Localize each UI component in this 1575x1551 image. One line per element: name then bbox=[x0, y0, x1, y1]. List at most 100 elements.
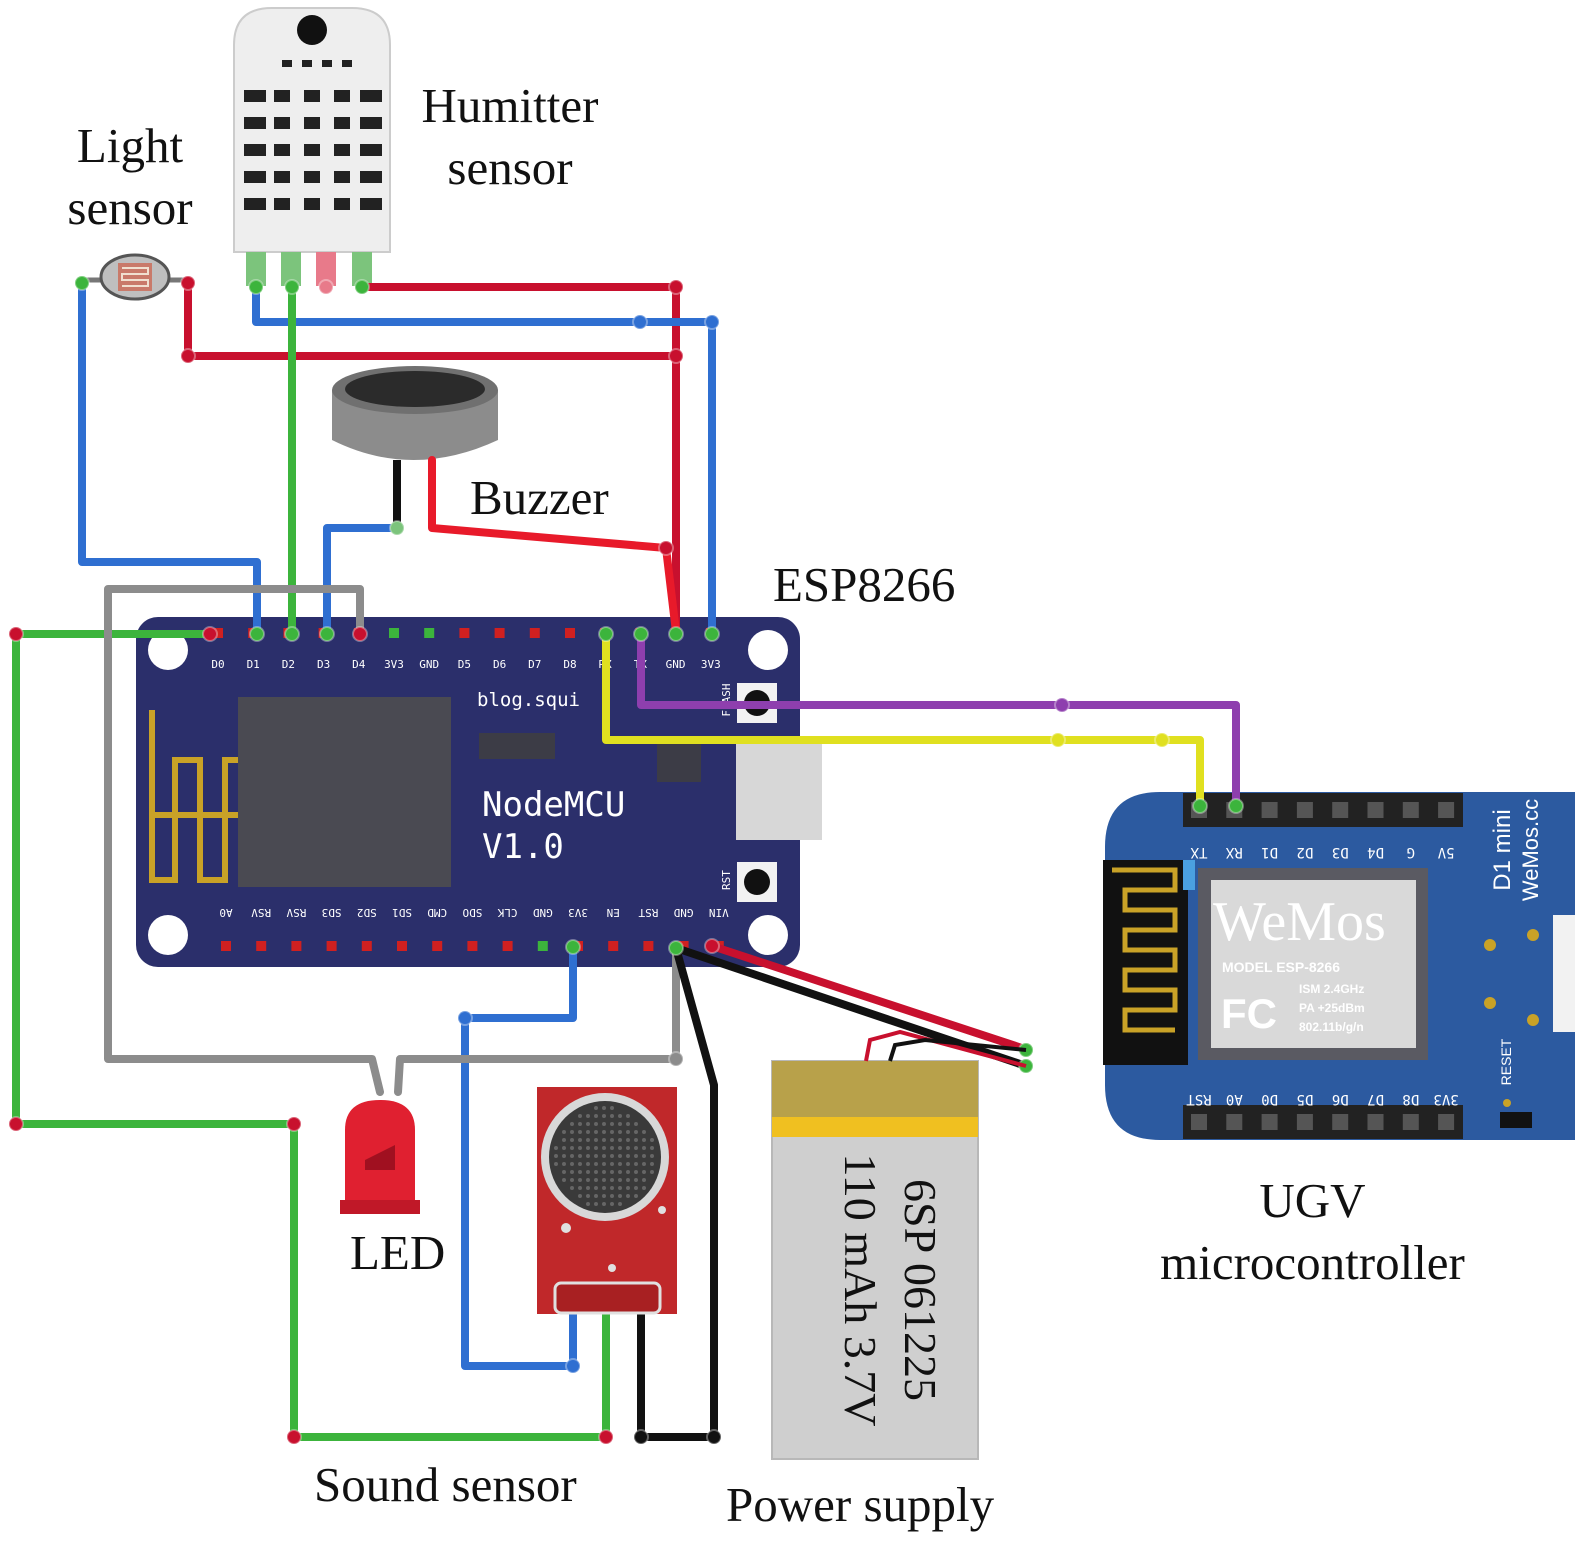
nodemcu-pin-sd2[interactable]: SD2 bbox=[357, 906, 377, 951]
wire-endpoint bbox=[668, 626, 684, 642]
nodemcu-pin-label: GND bbox=[674, 906, 694, 919]
wire-endpoints bbox=[8, 275, 1244, 1445]
wire-endpoint bbox=[1054, 697, 1070, 713]
wire-endpoint bbox=[704, 626, 720, 642]
wemos-pin-rst[interactable]: RST bbox=[1186, 1091, 1212, 1130]
wemos-pin-d8[interactable]: D8 bbox=[1402, 1091, 1419, 1130]
wire-endpoint bbox=[1228, 798, 1244, 814]
wemos-pin-d1[interactable]: D1 bbox=[1261, 802, 1278, 860]
nodemcu-pin-sd1[interactable]: SD1 bbox=[392, 906, 412, 951]
nodemcu-pin-en[interactable]: EN bbox=[607, 906, 620, 951]
wire-endpoint bbox=[389, 520, 405, 536]
light-sensor-label: Light sensor bbox=[52, 115, 208, 239]
power-supply-label: Power supply bbox=[726, 1477, 995, 1532]
wemos-reset-label: RESET bbox=[1498, 1038, 1514, 1085]
nodemcu-pin-label: SD1 bbox=[392, 906, 412, 919]
nodemcu-pin-rst[interactable]: RST bbox=[638, 906, 658, 951]
nodemcu-pin-label: SD3 bbox=[322, 906, 342, 919]
wemos-reset-button[interactable] bbox=[1500, 1112, 1532, 1128]
wire-endpoint bbox=[180, 348, 196, 364]
ugv-microcontroller-label: UGV microcontroller bbox=[1140, 1170, 1485, 1294]
wire-endpoint bbox=[284, 279, 300, 295]
nodemcu-pin-label: RSV bbox=[286, 906, 306, 919]
wire-endpoint bbox=[633, 1429, 649, 1445]
wire-endpoint bbox=[1192, 798, 1208, 814]
wire-endpoint bbox=[633, 626, 649, 642]
nodemcu-pin-a0[interactable]: A0 bbox=[219, 906, 233, 951]
esp8266-label: ESP8266 bbox=[773, 557, 956, 612]
wemos-pin-label: RST bbox=[1186, 1091, 1212, 1107]
wemos-pin-d0[interactable]: D0 bbox=[1261, 1091, 1278, 1130]
nodemcu-pin-d8[interactable]: D8 bbox=[563, 628, 577, 671]
wire-endpoint bbox=[8, 1116, 24, 1132]
wemos-pin-g[interactable]: G bbox=[1402, 802, 1419, 860]
nodemcu-pin-label: GND bbox=[419, 658, 439, 671]
wire-endpoint bbox=[668, 348, 684, 364]
wire-endpoint bbox=[598, 1429, 614, 1445]
wemos-pin-label: D7 bbox=[1367, 1091, 1384, 1107]
humitter-sensor bbox=[233, 7, 391, 286]
nodemcu-pin-d7[interactable]: D7 bbox=[528, 628, 541, 671]
wire-endpoint bbox=[668, 1051, 684, 1067]
blog-text: blog.squi bbox=[477, 689, 580, 711]
wemos-pin-5v[interactable]: 5V bbox=[1437, 802, 1455, 860]
nodemcu-pin-rsv[interactable]: RSV bbox=[286, 906, 306, 951]
nodemcu-pin-sd3[interactable]: SD3 bbox=[322, 906, 342, 951]
wire-endpoint bbox=[565, 1358, 581, 1374]
wemos-pin-3v3[interactable]: 3V3 bbox=[1433, 1091, 1459, 1130]
nodemcu-pin-sdo[interactable]: SDO bbox=[462, 906, 482, 951]
wemos-pin-d5[interactable]: D5 bbox=[1296, 1091, 1313, 1130]
nodemcu-pin-label: D6 bbox=[493, 658, 506, 671]
wemos-pin-label: 3V3 bbox=[1433, 1091, 1458, 1107]
wire-endpoint bbox=[632, 314, 648, 330]
nodemcu-pin-d5[interactable]: D5 bbox=[458, 628, 471, 671]
wemos-pin-d3[interactable]: D3 bbox=[1332, 802, 1349, 860]
wemos-logo: WeMos bbox=[1213, 891, 1386, 953]
wemos-pin-label: D8 bbox=[1402, 1091, 1419, 1107]
led bbox=[340, 1100, 420, 1214]
battery-line1: 6SP 061225 bbox=[895, 1179, 946, 1401]
wemos-pin-d6[interactable]: D6 bbox=[1332, 1091, 1349, 1130]
wemos-pin-d7[interactable]: D7 bbox=[1367, 1091, 1384, 1130]
nodemcu-pin-d6[interactable]: D6 bbox=[493, 628, 506, 671]
wire-endpoint bbox=[202, 626, 218, 642]
wire-endpoint bbox=[1154, 732, 1170, 748]
light-sensor-label-line2: sensor bbox=[67, 180, 193, 235]
wire-endpoint bbox=[249, 626, 265, 642]
wire-endpoint bbox=[704, 938, 720, 954]
wire-endpoint bbox=[352, 626, 368, 642]
esp-chip bbox=[238, 697, 451, 887]
nodemcu-pin-gnd[interactable]: GND bbox=[419, 628, 439, 671]
nodemcu-pin-label: D5 bbox=[458, 658, 471, 671]
wire-endpoint bbox=[319, 626, 335, 642]
sound-sensor bbox=[537, 1087, 677, 1315]
wemos-pin-label: D3 bbox=[1332, 844, 1349, 860]
wire-endpoint bbox=[286, 1429, 302, 1445]
nodemcu-pin-3v3[interactable]: 3V3 bbox=[384, 628, 404, 671]
wemos-side-name: D1 mini bbox=[1489, 809, 1516, 890]
nodemcu-pin-gnd[interactable]: GND bbox=[533, 906, 553, 951]
nodemcu-pin-rsv[interactable]: RSV bbox=[251, 906, 271, 951]
light-sensor-label-line1: Light bbox=[76, 118, 184, 173]
nodemcu-name: NodeMCU bbox=[482, 785, 625, 825]
wemos-std: 802.11b/g/n bbox=[1299, 1020, 1364, 1034]
nodemcu-pin-gnd[interactable]: GND bbox=[674, 906, 694, 951]
fcc-logo: FC bbox=[1221, 990, 1277, 1037]
nodemcu-pin-cmd[interactable]: CMD bbox=[427, 906, 447, 951]
wire-endpoint bbox=[8, 626, 24, 642]
wire-endpoint bbox=[248, 279, 264, 295]
wemos-pin-d2[interactable]: D2 bbox=[1296, 802, 1313, 860]
wemos-pa: PA +25dBm bbox=[1299, 1001, 1365, 1015]
nodemcu-pin-clk[interactable]: CLK bbox=[497, 906, 518, 951]
wemos-pin-d4[interactable]: D4 bbox=[1367, 802, 1384, 860]
nodemcu-pin-d0[interactable]: D0 bbox=[211, 628, 225, 671]
wemos-pin-label: D2 bbox=[1296, 844, 1313, 860]
nodemcu-pin-label: SDO bbox=[462, 906, 482, 919]
wire-endpoint bbox=[565, 939, 581, 955]
rst-label: RST bbox=[720, 870, 733, 890]
usb-port bbox=[736, 740, 822, 840]
wire-endpoint bbox=[74, 275, 90, 291]
wemos-pin-a0[interactable]: A0 bbox=[1226, 1091, 1243, 1130]
